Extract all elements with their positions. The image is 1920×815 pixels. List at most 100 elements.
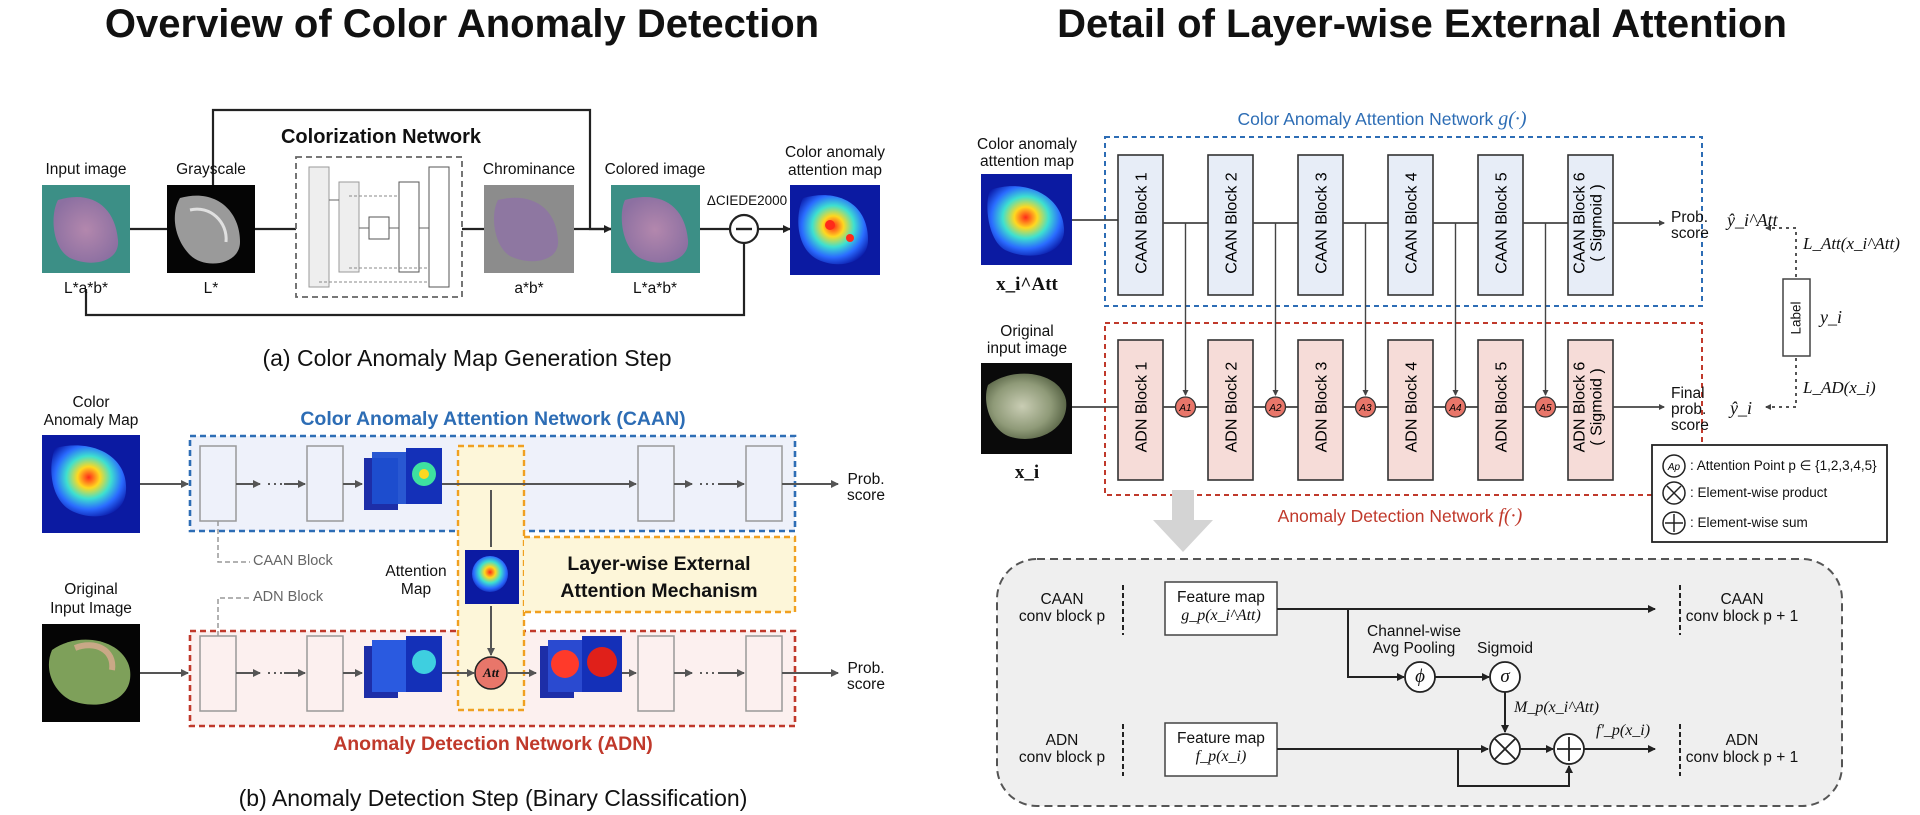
attention-point-label-2: A2 — [1268, 403, 1282, 414]
fm-adn-title: Feature map — [1177, 730, 1265, 747]
detail-final-3: score — [1671, 417, 1709, 434]
colored-image-label: Colored image — [604, 161, 706, 178]
caan-block-2 — [1207, 154, 1254, 296]
b-prob-label-1a: Prob. — [847, 471, 885, 488]
adn-block-label-3: ADN Block 3 — [1314, 362, 1331, 453]
loss-ad: L_AD(x_i) — [1803, 378, 1876, 397]
attention-map-label-1: Color anomaly — [785, 144, 885, 161]
fm-adn-box — [1164, 722, 1278, 777]
svg-text:···: ··· — [698, 473, 716, 493]
fm-caan-title: Feature map — [1177, 589, 1265, 606]
attention-point-label-4: A4 — [1448, 403, 1462, 414]
fm-caan-box — [1164, 581, 1278, 636]
legend-sum: : Element-wise sum — [1690, 515, 1808, 530]
mech-caan-next-2: conv block p + 1 — [1685, 608, 1799, 625]
attention-map-label-2: attention map — [788, 162, 882, 179]
b-original-label-2: Input Image — [50, 600, 132, 617]
svg-text:···: ··· — [698, 662, 716, 682]
b-caan-title: Color Anomaly Attention Network (CAAN) — [300, 408, 686, 430]
detail-caan-region — [1104, 136, 1703, 307]
svg-text:···: ··· — [266, 662, 284, 682]
panel-a — [42, 108, 880, 317]
detail-y-i: y_i — [1820, 307, 1842, 327]
sigma-symbol: σ — [1500, 666, 1510, 687]
pooling-label-2: Avg Pooling — [1372, 640, 1456, 657]
adn-block-3 — [1297, 339, 1344, 481]
mechanism-label-1: Layer-wise External — [567, 553, 751, 575]
attention-point-5 — [1534, 396, 1557, 418]
b-attention-map-label-2: Map — [400, 581, 432, 598]
caption-b: (b) Anomaly Detection Step (Binary Class… — [238, 785, 748, 811]
b-prob-label-1b: score — [847, 487, 885, 504]
caan-block-label-4: CAAN Block 4 — [1404, 172, 1421, 273]
grayscale-label: Grayscale — [176, 161, 246, 178]
mechanism-label-2: Attention Mechanism — [560, 580, 758, 602]
label-box — [1782, 278, 1811, 357]
caan-block-6 — [1567, 154, 1614, 296]
mech-adn-next-2: conv block p + 1 — [1685, 749, 1799, 766]
b-original-label-1: Original — [64, 581, 118, 598]
mech-caan-label-2: conv block p — [1018, 608, 1106, 625]
b-prob-label-2a: Prob. — [847, 660, 885, 677]
b-color-map-label-2: Anomaly Map — [43, 412, 139, 429]
detail-final-2: prob. — [1671, 401, 1707, 418]
label-text: Label — [1788, 301, 1804, 335]
detail-original-label-2: input image — [986, 340, 1068, 357]
legend-product: : Element-wise product — [1690, 485, 1828, 500]
attention-point-label-5: A5 — [1538, 403, 1552, 414]
caan-block-4 — [1387, 154, 1434, 296]
detail-prob-score-1: Prob. — [1671, 209, 1709, 226]
zoom-arrow — [1153, 490, 1213, 552]
adn-block-6 — [1567, 339, 1614, 481]
detail-prob-score-2: score — [1671, 225, 1709, 242]
attention-mechanism-box — [524, 535, 797, 614]
adn-block-1 — [1117, 339, 1164, 481]
caan-block-label: CAAN Block — [253, 553, 333, 569]
fm-adn-fn: f_p(x_i) — [1195, 748, 1247, 765]
sigmoid-label: Sigmoid — [1477, 640, 1533, 657]
adn-block-label-2: ADN Block 2 — [1224, 362, 1241, 453]
ab-label: a*b* — [514, 280, 544, 297]
detail-x-att: x_i^Att — [996, 274, 1058, 295]
detail-y-hat: ŷ_i — [1730, 398, 1752, 418]
attention-point-2 — [1264, 396, 1287, 418]
attention-point-3 — [1354, 396, 1377, 418]
detail-y-att: ŷ_i^Att — [1727, 210, 1778, 230]
detail-adn-region — [1104, 322, 1703, 496]
lab-label-colored: L*a*b* — [633, 280, 677, 297]
phi-symbol: ϕ — [1415, 666, 1425, 687]
detail-x-i: x_i — [1014, 462, 1040, 483]
caan-block-label-2: CAAN Block 2 — [1224, 172, 1241, 273]
b-prob-label-2b: score — [847, 676, 885, 693]
svg-text:···: ··· — [266, 473, 284, 493]
caan-block-label-1: CAAN Block 1 — [1134, 172, 1151, 273]
mech-caan-next-1: CAAN — [1720, 591, 1764, 608]
detail-color-map-label-2: attention map — [980, 153, 1074, 170]
detail-final-1: Final — [1671, 385, 1705, 402]
loss-att: L_Att(x_i^Att) — [1803, 234, 1900, 253]
svg-text:Ap: Ap — [1667, 462, 1681, 473]
input-image-label: Input image — [45, 161, 127, 178]
adn-block-label-1: ADN Block 1 — [1134, 362, 1151, 453]
legend-attention-point: : Attention Point p ∈ {1,2,3,4,5} — [1690, 458, 1877, 473]
adn-block-label-5: ADN Block 5 — [1494, 362, 1511, 453]
detail-original-label-1: Original — [1000, 323, 1054, 340]
left-title: Overview of Color Anomaly Detection — [104, 2, 820, 46]
caan-block-label-6: CAAN Block 6( Sigmoid ) — [1572, 172, 1606, 273]
attention-point-1 — [1174, 396, 1197, 418]
adn-block-4 — [1387, 339, 1434, 481]
att-node-label: Att — [483, 665, 499, 680]
mech-caan-label-1: CAAN — [1040, 591, 1084, 608]
panel-b: ··· ··· ··· ··· — [42, 434, 839, 728]
adn-block-5 — [1477, 339, 1524, 481]
detail-caan-title: Color Anomaly Attention Network g(·) — [1237, 108, 1527, 130]
b-adn-title: Anomaly Detection Network (ADN) — [333, 733, 653, 755]
adn-block-label-4: ADN Block 4 — [1404, 362, 1421, 453]
m-p-label: M_p(x_i^Att) — [1514, 699, 1599, 716]
colorization-network-label: Colorization Network — [280, 126, 482, 148]
mech-adn-next-1: ADN — [1725, 732, 1759, 749]
detail-color-map-label-1: Color anomaly — [977, 136, 1077, 153]
